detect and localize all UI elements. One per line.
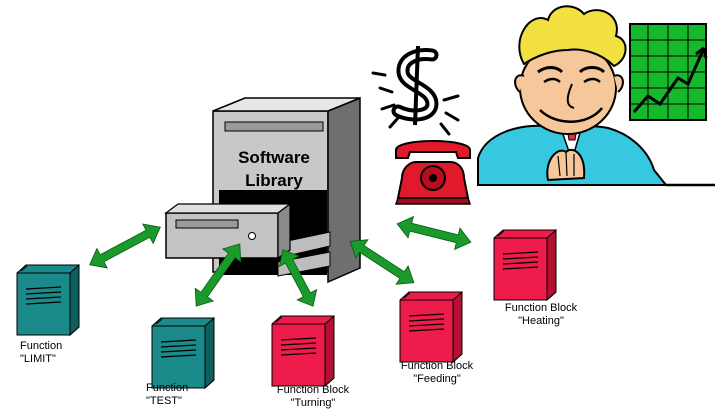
- module-icon-turning: [271, 315, 335, 387]
- software-library-title: Software Library: [222, 146, 326, 192]
- module-icon-heating: [493, 229, 557, 301]
- module-icon-test: [151, 317, 215, 389]
- double-arrow-icon: [396, 215, 472, 251]
- block-label-turning: Function Block "Turning": [276, 384, 350, 409]
- module-icon-feeding: [399, 291, 463, 363]
- library-line2: Library: [245, 171, 303, 190]
- dollar-sign-icon: [371, 45, 460, 136]
- growth-chart-icon: [629, 23, 708, 121]
- double-arrow-icon: [349, 239, 415, 285]
- double-arrow-icon: [194, 243, 242, 307]
- block-label-heating: Function Block "Heating": [504, 302, 578, 327]
- block-label-feeding: Function Block "Feeding": [400, 360, 474, 385]
- telephone-icon: [394, 140, 472, 205]
- double-arrow-icon: [89, 223, 161, 269]
- module-icon-limit: [16, 264, 80, 336]
- businessman-icon: [477, 5, 715, 187]
- double-arrow-icon: [278, 249, 318, 307]
- block-label-test: Function "TEST": [146, 382, 189, 407]
- library-line1: Software: [238, 148, 310, 167]
- block-label-limit: Function "LIMIT": [20, 340, 63, 365]
- drawer-module-icon: [164, 202, 292, 260]
